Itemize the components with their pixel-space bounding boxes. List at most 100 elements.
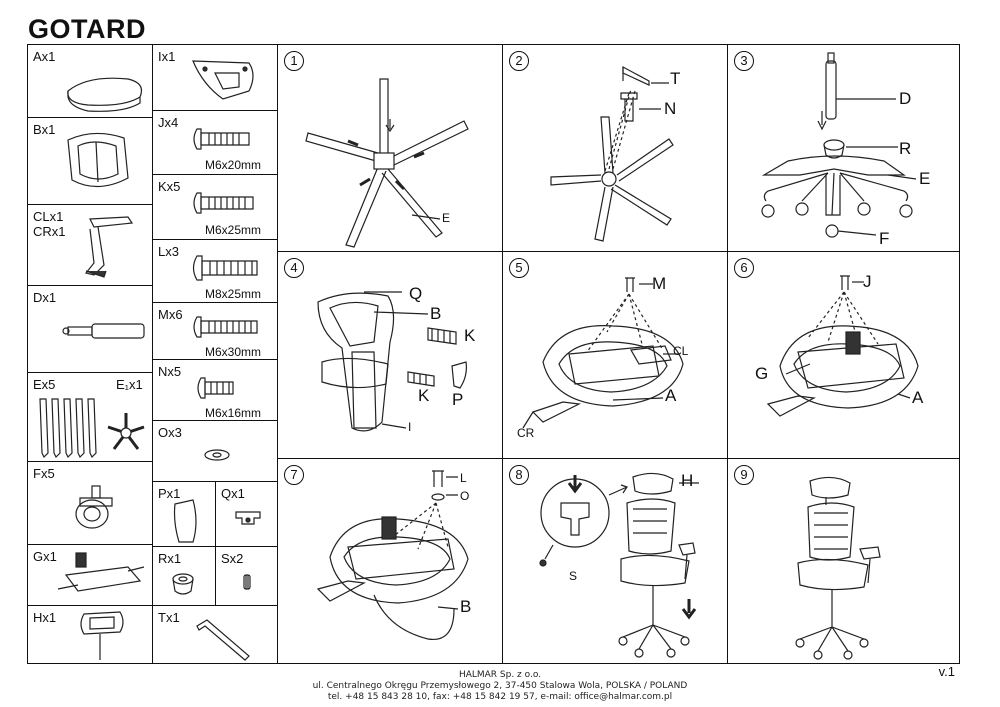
footer-company: HALMAR Sp. z o.o. — [458, 670, 542, 680]
part-m-spec: M6x30mm — [205, 345, 262, 359]
part-k-cell: Kx5 M6x25mm — [152, 174, 278, 240]
washer-icon — [204, 449, 230, 461]
step-9-panel: 9 — [727, 458, 960, 664]
step-5-letter-cl: CL — [673, 344, 689, 358]
cover-icon — [173, 499, 197, 543]
part-s-label: Sx2 — [221, 551, 244, 566]
step-5-panel: 5 M CL A CR — [502, 251, 728, 459]
bolt-n-icon — [197, 377, 234, 399]
step-1-number: 1 — [284, 51, 304, 71]
bolt-j-icon — [193, 128, 250, 150]
step-7-letter-l: L — [460, 471, 467, 485]
caster-icon — [75, 485, 113, 529]
part-s-cell: Sx2 — [215, 546, 278, 606]
step-5-letter-cr: CR — [517, 426, 535, 440]
part-cl-cell: CLx1 CRx1 — [27, 204, 153, 286]
step-4-letter-i: I — [408, 420, 412, 434]
part-h-label: Hx1 — [33, 610, 57, 625]
part-f-cell: Fx5 — [27, 461, 153, 545]
step-9-illustration — [795, 476, 881, 660]
step-6-number: 6 — [734, 258, 754, 278]
part-t-cell: Tx1 — [152, 605, 278, 664]
step-2-illustration — [550, 65, 674, 242]
step-2-letter-t: T — [670, 69, 681, 88]
part-m-cell: Mx6 M6x30mm — [152, 302, 278, 360]
mechanism-icon — [57, 552, 145, 592]
step-4-illustration — [317, 291, 467, 432]
step-6-panel: 6 J G A — [727, 251, 960, 459]
part-b-cell: Bx1 — [27, 117, 153, 205]
step-8-panel: 8 H S — [502, 458, 728, 664]
step-4-letter-k1: K — [464, 326, 476, 345]
part-e-cell: Ex5 E₁x1 — [27, 372, 153, 462]
part-p-cell: Px1 — [152, 481, 216, 547]
step-4-letter-q: Q — [409, 284, 423, 303]
step-9-number: 9 — [734, 465, 754, 485]
part-b-label: Bx1 — [33, 122, 56, 137]
part-i-label: Ix1 — [158, 49, 176, 64]
part-q-cell: Qx1 — [215, 481, 278, 547]
part-r-cell: Rx1 — [152, 546, 216, 606]
step-3-letter-f: F — [879, 229, 890, 248]
armrest-icon — [84, 216, 134, 278]
bolt-m-icon — [193, 316, 258, 338]
part-g-label: Gx1 — [33, 549, 57, 564]
step-8-number: 8 — [509, 465, 529, 485]
bolt-l-icon — [192, 255, 258, 281]
part-j-spec: M6x20mm — [205, 158, 262, 172]
step-3-panel: 3 D R E F — [727, 44, 960, 252]
part-m-label: Mx6 — [158, 307, 183, 322]
part-l-cell: Lx3 M8x25mm — [152, 239, 278, 303]
bolt-k-icon — [193, 192, 254, 214]
step-1-letter-e: E — [442, 211, 451, 225]
part-d-label: Dx1 — [33, 290, 57, 305]
base-legs-icon — [39, 398, 145, 459]
version-label: v.1 — [938, 664, 955, 679]
step-8-letter-s: S — [569, 569, 578, 583]
step-5-letter-m: M — [652, 274, 667, 293]
step-8-illustration — [539, 472, 699, 658]
step-6-illustration — [766, 275, 919, 417]
step-4-letter-k2: K — [418, 386, 430, 405]
step-7-letter-o: O — [460, 489, 470, 503]
step-2-panel: 2 T N — [502, 44, 728, 252]
step-6-letter-a: A — [912, 388, 924, 407]
step-7-panel: 7 L O B — [277, 458, 503, 664]
step-3-illustration — [761, 52, 917, 238]
part-n-label: Nx5 — [158, 364, 182, 379]
part-j-label: Jx4 — [158, 115, 179, 130]
part-o-label: Ox3 — [158, 425, 182, 440]
bracket-icon — [192, 60, 254, 100]
part-k-label: Kx5 — [158, 179, 181, 194]
step-5-letter-a: A — [665, 386, 677, 405]
step-3-letter-r: R — [899, 139, 912, 158]
step-4-number: 4 — [284, 258, 304, 278]
part-l-spec: M8x25mm — [205, 287, 262, 301]
part-p-label: Px1 — [158, 486, 181, 501]
part-a-cell: Ax1 — [27, 44, 153, 118]
step-5-illustration — [522, 277, 684, 429]
part-l-label: Lx3 — [158, 244, 179, 259]
step-7-letter-b: B — [460, 597, 472, 616]
part-d-cell: Dx1 — [27, 285, 153, 373]
backrest-icon — [67, 132, 129, 188]
step-6-letter-g: G — [755, 364, 769, 383]
step-1-illustration — [305, 78, 469, 248]
step-5-number: 5 — [509, 258, 529, 278]
step-8-letter-h: H — [681, 471, 694, 490]
seat-icon — [67, 77, 143, 112]
step-4-letter-b: B — [430, 304, 442, 323]
part-j-cell: Jx4 M6x20mm — [152, 110, 278, 175]
part-cl-label: CLx1 — [33, 209, 64, 224]
part-f-label: Fx5 — [33, 466, 55, 481]
step-7-number: 7 — [284, 465, 304, 485]
step-2-number: 2 — [509, 51, 529, 71]
part-n-spec: M6x16mm — [205, 406, 262, 420]
part-e1-label: E₁x1 — [116, 377, 143, 392]
step-7-illustration — [316, 470, 469, 641]
step-3-letter-d: D — [899, 89, 912, 108]
part-k-spec: M6x25mm — [205, 223, 262, 237]
cap-icon — [243, 574, 251, 590]
ring-icon — [172, 573, 194, 595]
step-2-letter-n: N — [664, 99, 677, 118]
